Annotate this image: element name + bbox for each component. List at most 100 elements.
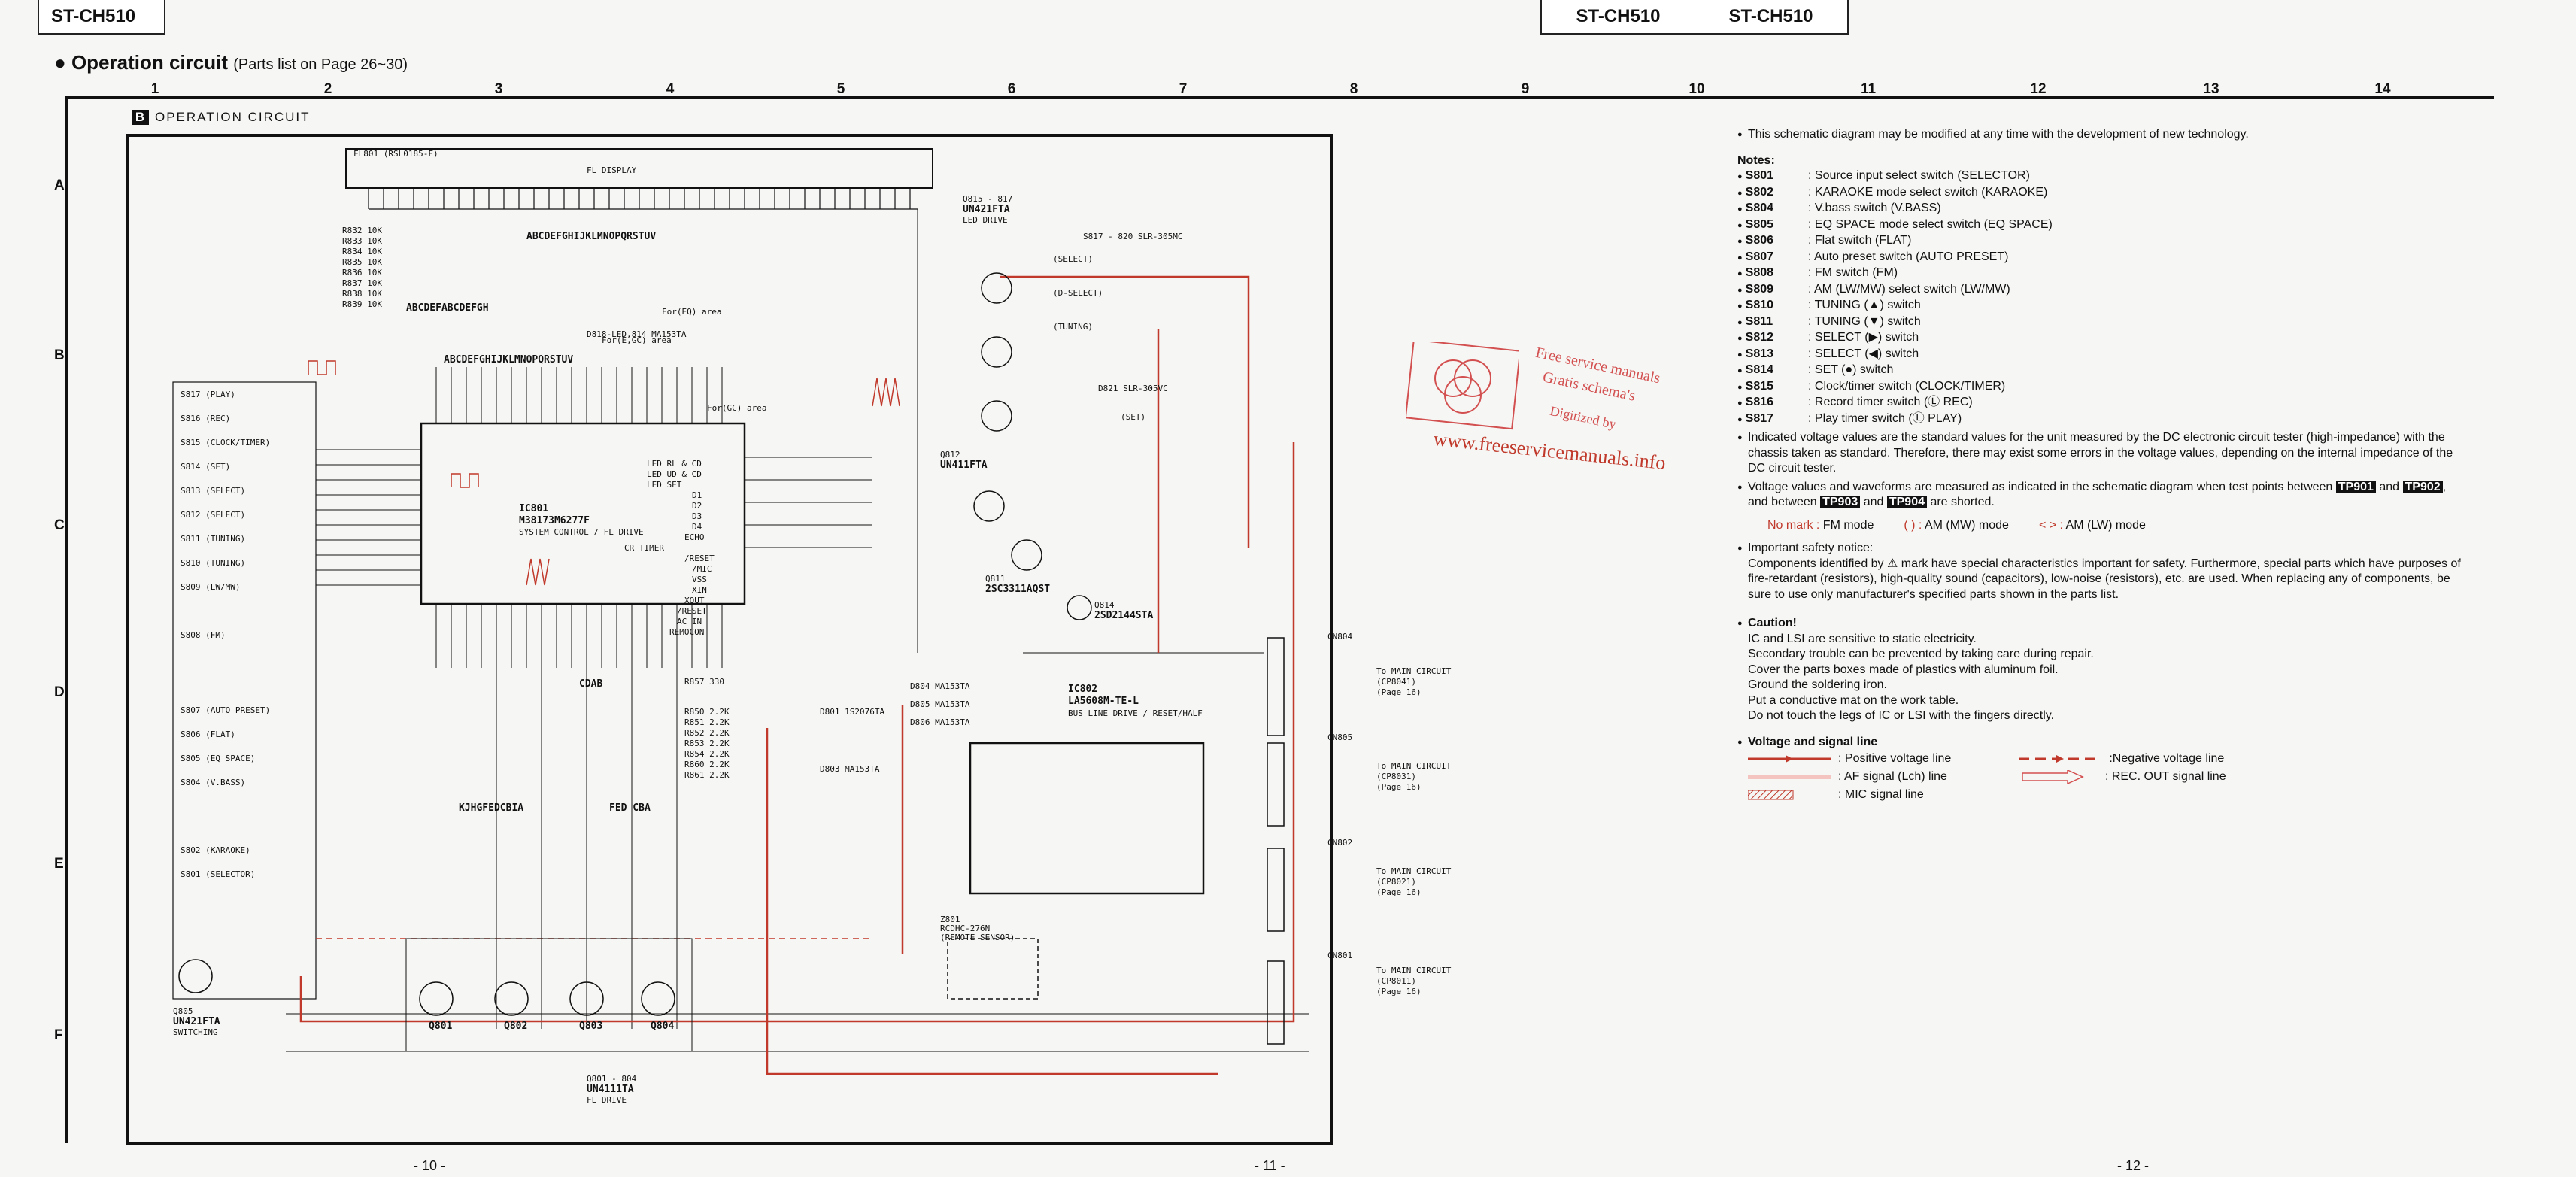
col-num: 11 xyxy=(1860,81,1877,97)
ic801-body xyxy=(420,422,746,605)
q815-817: Q815 - 817 UN421FTA LED DRIVE S817 - 820… xyxy=(963,194,1182,432)
q812: Q812 UN411FTA xyxy=(940,450,1005,522)
voltage-note: Indicated voltage values are the standar… xyxy=(1737,430,2467,477)
area-label: For(GC) area xyxy=(707,403,766,413)
pin-label: CR TIMER xyxy=(624,543,664,553)
switch-row: S805: EQ SPACE mode select switch (EQ SP… xyxy=(1737,217,2467,234)
col-num: 10 xyxy=(1689,81,1705,97)
z801-ref: Z801 xyxy=(940,915,960,924)
resistor-label: R850 2.2K xyxy=(684,707,730,717)
ic802-part: LA5608M-TE-L xyxy=(1068,696,1139,707)
cp-label: (CP8031) xyxy=(1376,772,1416,781)
fl-display-ref: FL801 (RSL0185-F) xyxy=(353,149,438,159)
ic802: IC802 LA5608M-TE-L BUS LINE DRIVE / RESE… xyxy=(969,684,1205,895)
q814-part: 2SD2144STA xyxy=(1094,610,1153,621)
legend-negative: :Negative voltage line xyxy=(2019,750,2224,768)
page-ref: (Page 16) xyxy=(1376,987,1422,997)
diode-label: D804 MA153TA xyxy=(910,681,970,691)
row-letter: D xyxy=(54,684,65,700)
switch-id: S806 xyxy=(1737,233,1808,250)
schematic-badge: B xyxy=(132,110,149,125)
transistor-q805 xyxy=(178,959,213,993)
switch-desc: : Auto preset switch (AUTO PRESET) xyxy=(1808,250,2009,263)
resistor-label: R854 2.2K xyxy=(684,749,730,759)
resistor-label: R833 10K xyxy=(342,236,382,246)
switch-label: S805 (EQ SPACE) xyxy=(181,754,255,763)
ic801-part: M38173M6277F xyxy=(519,515,590,526)
resistor-label: R839 10K xyxy=(342,299,382,309)
resistor-label: R834 10K xyxy=(342,247,382,256)
switch-id: S802 xyxy=(1737,185,1808,202)
switch-row: S813: SELECT (◀) switch xyxy=(1737,347,2467,363)
col-num: 1 xyxy=(150,81,159,97)
switch-label: S814 (SET) xyxy=(181,462,230,472)
switch-desc: : SELECT (▶) switch xyxy=(1808,331,1919,344)
waveform xyxy=(872,378,900,407)
q811-part: 2SC3311AQST xyxy=(985,584,1050,595)
legend-label: :Negative voltage line xyxy=(2109,751,2225,765)
pin-label: ECHO xyxy=(684,532,705,542)
watermark-url[interactable]: www.freeservicemanuals.info xyxy=(1432,427,1667,475)
switch-ref: D821 SLR-305VC xyxy=(1098,384,1168,393)
q812-part: UN411FTA xyxy=(940,460,988,471)
cn801-body xyxy=(1267,960,1285,1045)
rec-out-line-icon xyxy=(2022,770,2084,784)
switch-desc: : Play timer switch (Ⓛ PLAY) xyxy=(1808,411,1962,425)
switch-desc: : TUNING (▲) switch xyxy=(1808,299,1921,311)
q815-desc: LED DRIVE xyxy=(963,215,1008,225)
positive-line-icon xyxy=(1748,755,1831,763)
switch-row: S806: Flat switch (FLAT) xyxy=(1737,233,2467,250)
resistor-label: R838 10K xyxy=(342,289,382,299)
ic801-desc: SYSTEM CONTROL / FL DRIVE xyxy=(519,527,644,537)
switch-id: S812 xyxy=(1737,330,1808,347)
tp-text: Voltage values and waveforms are measure… xyxy=(1748,480,2333,493)
switch-row: S809: AM (LW/MW) select switch (LW/MW) xyxy=(1737,282,2467,299)
segment-row-2: ABCDEFGHIJKLMNOPQRSTUV xyxy=(444,354,573,366)
cn805-ref: CN805 xyxy=(1327,733,1352,742)
row-letter: F xyxy=(54,1027,63,1043)
signal-legend: : Positive voltage line :Negative voltag… xyxy=(1737,750,2467,804)
legend-label: : Positive voltage line xyxy=(1838,751,1952,765)
waveform xyxy=(451,473,479,488)
resistor-label: R861 2.2K xyxy=(684,770,730,780)
signal-legend-heading: Voltage and signal line xyxy=(1737,735,2467,751)
pin-label: /MIC xyxy=(692,564,712,574)
page-ref: (Page 16) xyxy=(1376,687,1422,697)
switch-id: S816 xyxy=(1737,395,1808,411)
col-num: 12 xyxy=(2030,81,2047,97)
resistor-label: R837 10K xyxy=(342,278,382,288)
positive-voltage-lines xyxy=(299,275,1295,1075)
pin-label: D1 xyxy=(692,490,702,500)
q805-part: UN421FTA xyxy=(173,1016,220,1027)
frame-top-rule xyxy=(65,96,2494,99)
tp901-badge: TP901 xyxy=(2335,480,2376,493)
transistor-q815 xyxy=(981,272,1012,304)
q811-ref: Q811 xyxy=(985,574,1006,584)
switch-row: S815: Clock/timer switch (CLOCK/TIMER) xyxy=(1737,379,2467,396)
fedcba-label: FED CBA xyxy=(609,802,651,814)
col-num: 8 xyxy=(1349,81,1358,97)
q805: Q805 UN421FTA SWITCHING xyxy=(173,959,220,1037)
col-num: 7 xyxy=(1179,81,1188,97)
mic-line-icon xyxy=(1748,790,1794,800)
ic801: IC801 M38173M6277F SYSTEM CONTROL / FL D… xyxy=(308,354,900,668)
col-num: 3 xyxy=(494,81,503,97)
tp904-badge: TP904 xyxy=(1886,496,1927,508)
resistor-label: R835 10K xyxy=(342,257,382,267)
diode-label: D801 1S2076TA xyxy=(820,707,884,717)
page-number-10: - 10 - xyxy=(414,1158,446,1173)
q801-804-part: UN4111TA xyxy=(587,1084,634,1095)
select-label: (TUNING) xyxy=(1053,322,1093,332)
ic802-desc: BUS LINE DRIVE / RESET/HALF xyxy=(1068,708,1203,718)
col-num: 14 xyxy=(2374,81,2391,97)
caution-line: Secondary trouble can be prevented by ta… xyxy=(1748,648,2094,660)
ic801-right-labels: LED RL & CD LED UD & CD LED SET D1 D2 D3… xyxy=(624,459,715,637)
grid-row: ABCDEFABCDEFGH xyxy=(406,302,489,314)
col-num: 5 xyxy=(836,81,845,97)
switch-label: S804 (V.BASS) xyxy=(181,778,245,787)
page-number-11: - 11 - xyxy=(1255,1158,1285,1173)
pin-label: REMOCON xyxy=(669,627,704,637)
switch-row: S808: FM switch (FM) xyxy=(1737,265,2467,282)
pin-label: D3 xyxy=(692,511,702,521)
